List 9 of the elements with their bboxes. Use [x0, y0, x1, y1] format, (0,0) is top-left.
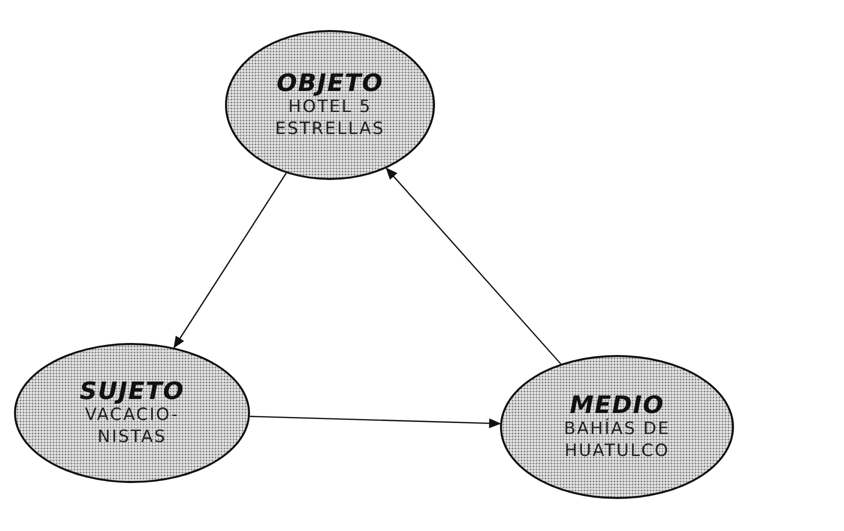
arrow: [386, 168, 562, 364]
arrow: [250, 416, 502, 428]
node-heading: MEDIO: [570, 392, 664, 418]
node-heading: OBJETO: [276, 70, 384, 96]
arrow: [174, 172, 287, 348]
node-heading: SUJETO: [80, 378, 184, 404]
node-text: BAHÍAS DE HUATULCO: [562, 418, 672, 462]
node-text: VACACIO- NISTAS: [84, 404, 180, 448]
node-text: HOTEL 5 ESTRELLAS: [274, 96, 386, 140]
